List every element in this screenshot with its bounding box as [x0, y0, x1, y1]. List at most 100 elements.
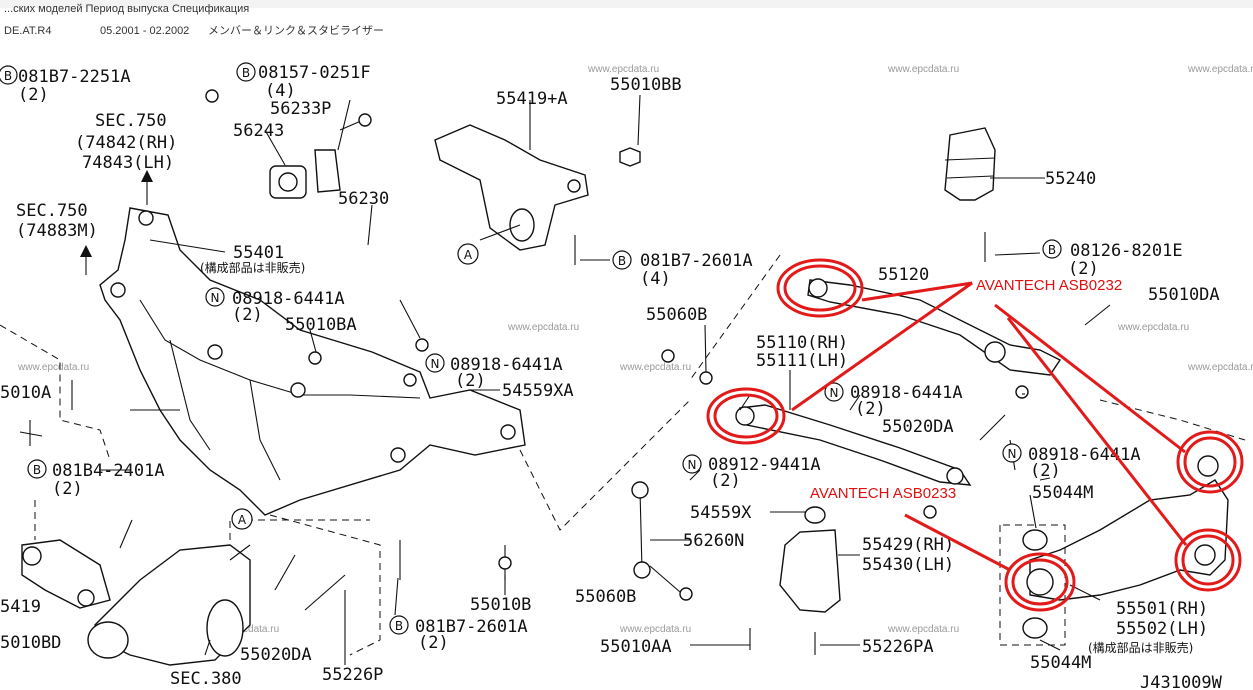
label-081B7-2601A: 081B7-2601A: [640, 251, 753, 271]
bracket-55419A: [434, 124, 589, 251]
pointer-line: [1006, 317, 1188, 546]
highlight-ellipse: [783, 264, 857, 312]
label-sec750-rh: (74842(RH): [75, 133, 177, 153]
letter-n: N: [830, 386, 839, 400]
label-08126-8201E: 08126-8201E: [1070, 241, 1183, 261]
link-end: [631, 481, 649, 499]
label-081B7-2251A: 081B7-2251A: [18, 67, 131, 87]
label-not-sold-2: (構成部品は非販売): [1088, 640, 1193, 655]
header-period: 05.2001 - 02.2002: [100, 25, 189, 37]
pointer-line: [791, 281, 973, 412]
label-56230: 56230: [338, 189, 389, 209]
letter-a: A: [464, 248, 473, 262]
label-55419A: 55419+A: [496, 89, 568, 109]
header-group: メンバー＆リンク＆スタビライザー: [208, 24, 384, 37]
circled-letters: B B A B B N N N N N B A B: [0, 62, 1062, 635]
washer-55044M: [1022, 529, 1048, 551]
nut-55010BB: [619, 147, 641, 167]
label-55010DA: 55010DA: [1148, 285, 1220, 305]
red-annotations: AVANTECH ASB0232 AVANTECH ASB0233: [706, 258, 1244, 612]
washer-55044M: [1022, 617, 1048, 639]
letter-b: B: [395, 619, 403, 633]
bump-stop-55240: [944, 127, 996, 201]
label-55044M: 55044M: [1032, 483, 1093, 503]
label-sec750: SEC.750: [95, 111, 167, 131]
label-55120: 55120: [878, 265, 929, 285]
watermark: www.epcdata.ru: [1117, 322, 1189, 333]
label-56243: 56243: [233, 121, 284, 141]
label-08912-9441A: 08912-9441A: [708, 455, 821, 475]
header-top-line: ...ских моделей Период выпуска Специфика…: [4, 3, 249, 15]
label-ref-code: J431009W: [1140, 673, 1223, 690]
washer-54559X: [804, 506, 826, 524]
label-qty: (4): [265, 81, 296, 101]
letter-b: B: [33, 463, 41, 477]
bolts: [19, 232, 1111, 655]
watermark: www.epcdata.ru: [887, 624, 959, 635]
letter-n: N: [1008, 447, 1017, 461]
watermark: www.epcdata.ru: [619, 624, 691, 635]
label-54559X: 54559X: [690, 503, 752, 523]
label-qty: (2): [1030, 461, 1061, 481]
label-55020DA: 55020DA: [240, 645, 312, 665]
label-qty: (2): [855, 399, 886, 419]
label-sec750b: SEC.750: [16, 201, 88, 221]
link-end: [633, 561, 651, 579]
label-55044M: 55044M: [1030, 653, 1091, 673]
label-qty: (2): [455, 371, 486, 391]
watermark: www.epcdata.ru: [887, 64, 959, 75]
label-sec750-lh: 74843(LH): [82, 153, 174, 173]
label-qty: (2): [18, 85, 49, 105]
label-55010AA: 55010AA: [600, 637, 672, 657]
watermark: www.epcdata.ru: [507, 322, 579, 333]
label-not-sold: (構成部品は非販売): [200, 260, 305, 275]
stabilizer-end: [205, 89, 219, 103]
label-08918-6441A: 08918-6441A: [232, 289, 345, 309]
highlight-ellipse: [1011, 558, 1069, 606]
label-081B7-2601A: 081B7-2601A: [415, 617, 528, 637]
watermark: www.epcdata.ru: [587, 64, 659, 75]
highlight-ellipse: [1174, 528, 1242, 592]
highlight-ellipse: [1004, 552, 1076, 612]
label-qty: (2): [418, 633, 449, 653]
letter-b: B: [1048, 243, 1056, 257]
letter-a: A: [238, 513, 247, 527]
watermark: www.epcdata.ru: [17, 362, 89, 373]
highlight-ellipse: [1181, 534, 1235, 586]
highlight-ellipse: [1176, 430, 1244, 494]
label-qty: (2): [710, 471, 741, 491]
label-5010BD: 5010BD: [0, 633, 61, 653]
label-5419: 5419: [0, 597, 41, 617]
label-55020DA: 55020DA: [882, 417, 954, 437]
label-55401: 55401: [233, 243, 284, 263]
pointer-line: [904, 513, 1011, 572]
watermark: www.epcdata.ru: [619, 362, 691, 373]
label-qty: (2): [1068, 259, 1099, 279]
pointer-line: [994, 303, 1186, 454]
label-qty: (2): [232, 305, 263, 325]
watermark: www.epcdata.ru: [1187, 64, 1253, 75]
label-55010BB: 55010BB: [610, 75, 682, 95]
letter-b: B: [618, 254, 626, 268]
annotation-asb0233: AVANTECH ASB0233: [810, 485, 956, 502]
part-labels: 081B7-2251A (2) 08157-0251F (4) 56233P 5…: [0, 63, 1223, 690]
label-55110: 55110(RH): [756, 333, 848, 353]
label-55111: 55111(LH): [756, 351, 848, 371]
label-74883M: (74883M): [16, 221, 98, 241]
bracket-55429: [779, 529, 841, 613]
label-55226P: 55226P: [322, 665, 383, 685]
stabilizer-end: [661, 349, 675, 363]
highlight-ellipse: [1183, 436, 1237, 488]
label-08157-0251F: 08157-0251F: [258, 63, 371, 83]
watermarks: www.epcdata.ru www.epcdata.ru www.epcdat…: [17, 64, 1253, 635]
label-55226PA: 55226PA: [862, 637, 934, 657]
label-56260N: 56260N: [683, 531, 744, 551]
label-56233P: 56233P: [270, 99, 331, 119]
label-55010B: 55010B: [470, 595, 531, 615]
annotation-asb0232: AVANTECH ASB0232: [976, 277, 1122, 294]
leader-lines: [100, 94, 1101, 665]
label-55060B: 55060B: [575, 587, 636, 607]
highlight-ellipse: [713, 393, 779, 439]
letter-n: N: [431, 357, 440, 371]
